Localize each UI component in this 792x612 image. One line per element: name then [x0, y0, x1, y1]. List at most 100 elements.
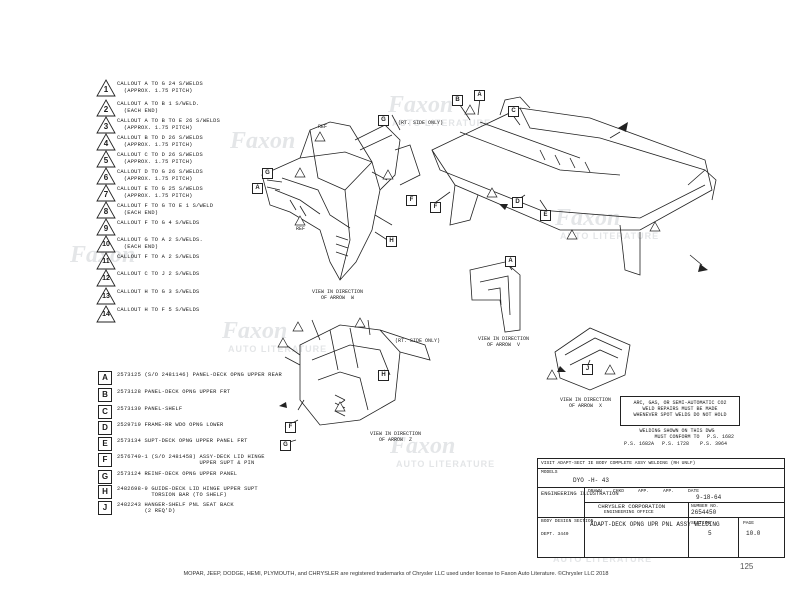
part-item: C 2573130 PANEL-SHELF — [98, 404, 318, 420]
part-item: J 2482243 HANGER-SHELF PNL SEAT BACK (2 … — [98, 500, 318, 516]
weld-callout-text: CALLOUT H TO F 5 S/WELDS — [117, 307, 200, 313]
drawing-tag: B — [452, 95, 463, 106]
weld-callout-number: 9 — [103, 224, 109, 233]
watermark-sub: AUTO LITERATURE — [553, 554, 653, 564]
part-item: F 2576740-1 (S/O 2481458) ASSY-DECK LID … — [98, 452, 318, 468]
watermark-logo: Faxon — [230, 128, 296, 154]
left-panel-assembly — [261, 121, 421, 281]
watermark-logo: Faxon — [388, 92, 454, 118]
rt-side-note: (RT. SIDE ONLY) — [395, 338, 441, 344]
corp-sub: ENGINEERING OFFICE — [604, 510, 654, 515]
welding-standard-ref: P.S. 1682A — [624, 441, 655, 447]
trademark-footer: MOPAR, JEEP, DODGE, HEMI, PLYMOUTH, and … — [183, 571, 609, 577]
weld-callout: 6 CALLOUT D TO G 26 S/WELDS (APPROX. 1.7… — [96, 167, 296, 187]
weld-callout-text: CALLOUT E TO G 25 S/WELDS (APPROX. 1.75 … — [117, 186, 203, 199]
weld-callout-number: 4 — [103, 139, 109, 148]
weld-repair-note: ARC, GAS, OR SEMI-AUTOMATIC CO2 WELD REP… — [620, 396, 740, 426]
drawing-tag: A — [252, 183, 263, 194]
weld-callout-number: 12 — [102, 275, 110, 282]
welding-standard-ref: P.S. 1682 — [707, 434, 735, 440]
drawing-tag: D — [512, 197, 523, 208]
weld-callout-text: CALLOUT H TO G 3 S/WELDS — [117, 289, 200, 295]
watermark-sub: AUTO LITERATURE — [392, 118, 492, 128]
part-letter: A — [98, 371, 112, 385]
weld-callout-number: 11 — [102, 258, 110, 265]
weld-callout-text: CALLOUT F TO G TO E 1 S/WELD (EACH END) — [117, 203, 214, 216]
weld-callout-number: 14 — [102, 311, 110, 318]
weld-callout: 2 CALLOUT A TO B 1 S/WELD. (EACH END) — [96, 99, 296, 119]
part-description: 2573134 SUPT-DECK OPNG UPPER PANEL FRT — [117, 438, 248, 444]
view-label-v: VIEW IN DIRECTION OF ARROW V — [478, 336, 530, 348]
part-description: 2482243 HANGER-SHELF PNL SEAT BACK (2 RE… — [117, 502, 234, 515]
part-description: 2482698-9 GUIDE-DECK LID HINGE UPPER SUP… — [117, 486, 258, 499]
part-item: D 2529719 FRAME-RR WDO OPNG LOWER — [98, 420, 318, 436]
page-number: 125 — [740, 562, 754, 571]
ref-note: REF — [296, 226, 306, 232]
signature-label: CHKD — [613, 489, 625, 494]
models-value: DYO -H- 43 — [573, 477, 610, 484]
weld-callout-number: 7 — [103, 190, 109, 199]
weld-callout-text: CALLOUT A TO G 24 S/WELDS (APPROX. 1.75 … — [117, 81, 203, 94]
part-letter: D — [98, 421, 112, 435]
weld-callout-text: CALLOUT A TO B TO E 26 S/WELDS (APPROX. … — [117, 118, 221, 131]
part-item: H 2482698-9 GUIDE-DECK LID HINGE UPPER S… — [98, 484, 318, 500]
part-letter: E — [98, 437, 112, 451]
part-letter: G — [98, 470, 112, 484]
section-label: SECTION — [691, 521, 711, 526]
weld-callout: 9 CALLOUT F TO G 4 S/WELDS — [96, 218, 296, 238]
drawing-tag: G — [262, 168, 273, 179]
part-description: 2573130 PANEL-SHELF — [117, 406, 183, 412]
drawing-title: ADAPT-DECK OPNG UPR PNL ASSY WELDING — [590, 521, 720, 528]
drawing-tag: G — [280, 440, 291, 451]
title-block: VISIT ADAPT-SECT IE BODY COMPLETE ASSY W… — [537, 458, 785, 558]
part-letter: C — [98, 405, 112, 419]
weld-callout-text: CALLOUT C TO J 2 S/WELDS — [117, 271, 200, 277]
weld-callout-number: 13 — [102, 293, 110, 300]
part-description: 2576740-1 (S/O 2481458) ASSY-DECK LID HI… — [117, 454, 265, 467]
weld-repair-text: ARC, GAS, OR SEMI-AUTOMATIC CO2 WELD REP… — [633, 400, 727, 418]
drawing-tag: H — [386, 236, 397, 247]
weld-callout-number: 3 — [103, 122, 109, 131]
number-value: 2654450 — [691, 509, 717, 516]
weld-callout-number: 1 — [103, 85, 109, 94]
watermark-sub: AUTO LITERATURE — [228, 344, 328, 354]
signature-label: APP. — [638, 489, 650, 494]
part-item: A 2573125 (S/O 2481146) PANEL-DECK OPNG … — [98, 370, 318, 386]
weld-callout: 1 CALLOUT A TO G 24 S/WELDS (APPROX. 1.7… — [96, 79, 296, 99]
watermark-sub: AUTO LITERATURE — [560, 231, 660, 241]
signature-label: APP. — [663, 489, 675, 494]
signature-label: DATE — [688, 489, 700, 494]
weld-callout: 5 CALLOUT C TO D 26 S/WELDS (APPROX. 1.7… — [96, 150, 296, 170]
part-description: 2529719 FRAME-RR WDO OPNG LOWER — [117, 422, 224, 428]
weld-callout: 13 CALLOUT H TO G 3 S/WELDS — [96, 287, 296, 307]
drawing-tag: G — [378, 115, 389, 126]
part-letter: F — [98, 453, 112, 467]
drawing-tag: F — [285, 422, 296, 433]
watermark-logo: Faxon — [222, 318, 288, 344]
part-item: E 2573134 SUPT-DECK OPNG UPPER PANEL FRT — [98, 436, 318, 452]
weld-callout-text: CALLOUT F TO G 4 S/WELDS — [117, 220, 200, 226]
drawing-tag: H — [378, 370, 389, 381]
dept-number: DEPT. 3440 — [541, 532, 569, 537]
ref-note: REF — [318, 124, 328, 130]
weld-callout-text: CALLOUT C TO D 26 S/WELDS (APPROX. 1.75 … — [117, 152, 203, 165]
welding-standard-title: WELDING SHOWN ON THIS DWG MUST CONFORM T… — [639, 428, 715, 440]
part-letter: H — [98, 485, 112, 499]
weld-callout: 4 CALLOUT B TO D 26 S/WELDS (APPROX. 1.7… — [96, 133, 296, 153]
view-label-x: VIEW IN DIRECTION OF ARROW X — [560, 397, 612, 409]
part-description: 2573128 PANEL-DECK OPNG UPPER FRT — [117, 389, 231, 395]
weld-callout-text: CALLOUT B TO D 26 S/WELDS (APPROX. 1.75 … — [117, 135, 203, 148]
watermark-sub: AUTO LITERATURE — [396, 459, 496, 469]
weld-callout: 8 CALLOUT F TO G TO E 1 S/WELD (EACH END… — [96, 201, 296, 221]
drawing-tag: J — [582, 364, 593, 375]
weld-callout: 14 CALLOUT H TO F 5 S/WELDS — [96, 305, 296, 325]
weld-callout: 12 CALLOUT C TO J 2 S/WELDS — [96, 269, 296, 289]
weld-callout-number: 2 — [103, 105, 109, 114]
drawing-tag: F — [430, 202, 441, 213]
date-value: 9-18-64 — [696, 494, 722, 501]
body-design-section: BODY DESIGN SECTION — [541, 519, 594, 524]
weld-callout-text: CALLOUT F TO A 2 S/WELDS — [117, 254, 200, 260]
weld-callout-text: CALLOUT A TO B 1 S/WELD. (EACH END) — [117, 101, 200, 114]
